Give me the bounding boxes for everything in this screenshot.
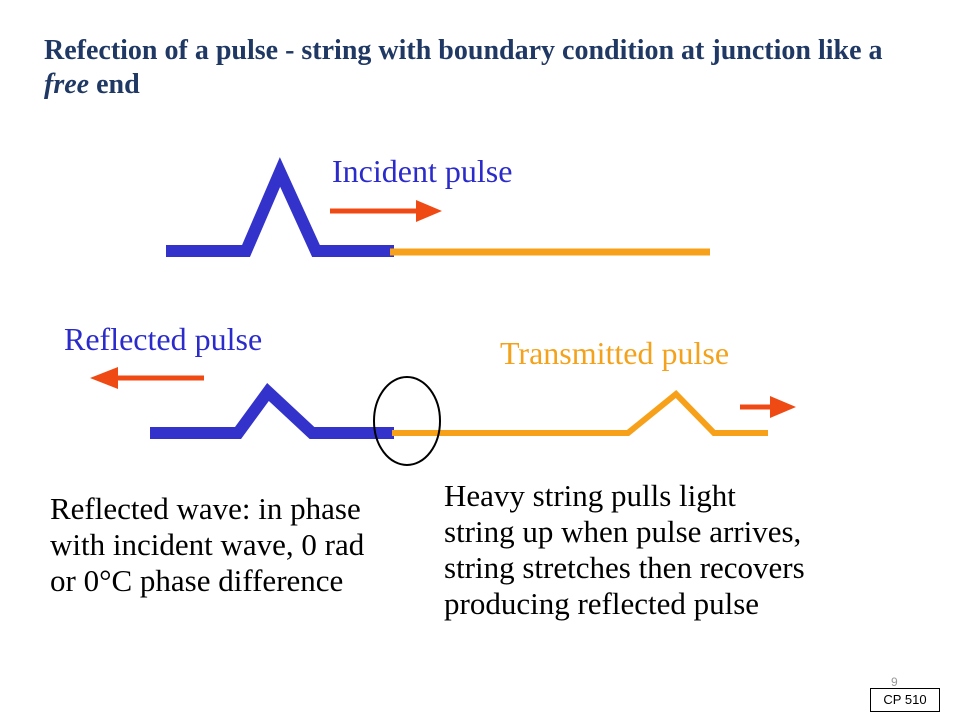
incident-pulse-label: Incident pulse	[332, 153, 513, 189]
page-number: 9	[891, 675, 898, 689]
note-line: with incident wave, 0 rad	[50, 527, 365, 562]
note-line: Heavy string pulls light	[444, 478, 736, 513]
heavy-string-reflected	[150, 383, 394, 439]
transmitted-arrow-icon	[740, 396, 796, 418]
reflected-wave-note: Reflected wave: in phase with incident w…	[50, 491, 364, 599]
title-text: Refection of a pulse - string with bound…	[44, 35, 883, 66]
junction-circle	[373, 376, 441, 466]
transmitted-pulse-label: Transmitted pulse	[500, 335, 730, 371]
note-line: string up when pulse arrives,	[444, 514, 802, 549]
note-line: string stretches then recovers	[444, 550, 805, 585]
reflected-pulse-label: Reflected pulse	[64, 321, 263, 357]
heavy-string-incident	[166, 157, 394, 257]
title-text-end: end	[89, 69, 140, 100]
light-string-transmitted	[392, 389, 768, 436]
note-line: Reflected wave: in phase	[50, 491, 361, 526]
course-code-badge: CP 510	[870, 688, 940, 712]
incident-arrow-icon	[330, 200, 442, 222]
note-line: producing reflected pulse	[444, 586, 760, 621]
heavy-string-note: Heavy string pulls light string up when …	[444, 478, 805, 622]
reflected-arrow-icon	[90, 367, 204, 389]
note-line: or 0°C phase difference	[50, 563, 344, 598]
slide-title: Refection of a pulse - string with bound…	[44, 34, 924, 102]
title-italic-word: free	[44, 69, 90, 100]
